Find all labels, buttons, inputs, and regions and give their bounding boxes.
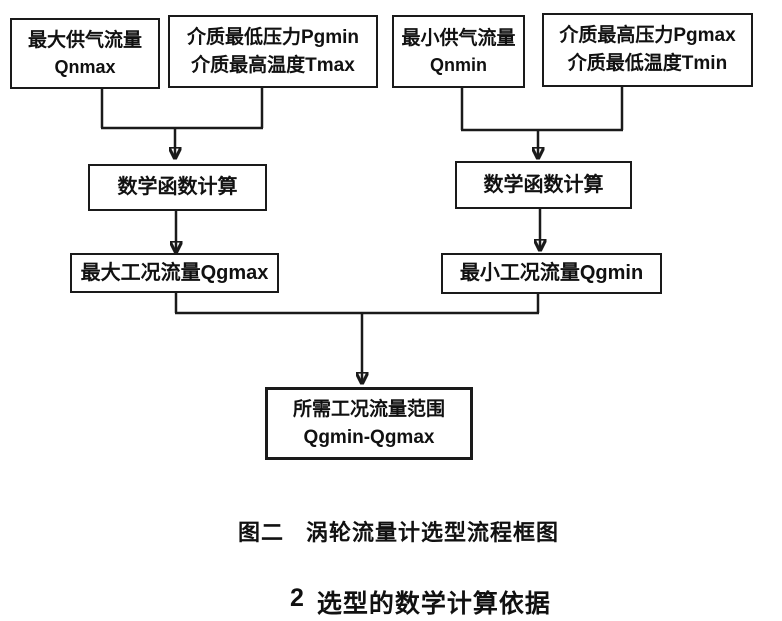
box-min-pressure-label: 介质最低压力Pgmin	[186, 26, 360, 48]
box-min-supply-flow: 最小供气流量 Qnmin	[392, 15, 525, 88]
box-max-supply-flow-label: 最大供气流量	[27, 29, 142, 51]
box-max-temp-label: 介质最高温度Tmax	[191, 54, 355, 76]
figure-caption: 图二 涡轮流量计选型流程框图	[238, 515, 559, 547]
box-min-supply-flow-label: 最小供气流量	[401, 27, 516, 49]
box-min-operating-flow: 最小工况流量Qgmin	[441, 253, 662, 294]
box-max-operating-flow-label: 最大工况流量Qgmax	[80, 261, 269, 284]
box-min-temp-label: 介质最低温度Tmin	[567, 53, 728, 74]
box-required-flow-range-symbol: Qgmin-Qgmax	[303, 426, 435, 448]
box-required-flow-range: 所需工况流量范围 Qgmin-Qgmax	[265, 387, 473, 460]
box-max-pressure-min-temp: 介质最高压力Pgmax 介质最低温度Tmin	[542, 13, 753, 87]
box-max-supply-flow-symbol: Qnmax	[54, 57, 116, 78]
box-max-pressure-label: 介质最高压力Pgmax	[559, 25, 736, 47]
section-heading: 2 选型的数学计算依据	[290, 584, 551, 620]
box-max-operating-flow: 最大工况流量Qgmax	[70, 253, 279, 293]
box-math-calc-left-label: 数学函数计算	[117, 176, 238, 198]
box-min-operating-flow-label: 最小工况流量Qgmin	[459, 262, 644, 284]
section-heading-number: 2	[290, 584, 305, 612]
box-min-pressure-max-temp: 介质最低压力Pgmin 介质最高温度Tmax	[168, 15, 378, 88]
box-required-flow-range-label: 所需工况流量范围	[292, 398, 445, 420]
connector-left-inputs-merge	[100, 88, 264, 157]
figure-caption-label: 图二	[238, 520, 285, 545]
figure-caption-title: 涡轮流量计选型流程框图	[306, 520, 560, 545]
connector-right-inputs-merge	[460, 87, 624, 157]
box-max-supply-flow: 最大供气流量 Qnmax	[10, 18, 160, 89]
section-heading-title: 选型的数学计算依据	[316, 590, 551, 618]
box-math-calc-right: 数学函数计算	[455, 161, 632, 209]
box-math-calc-right-label: 数学函数计算	[483, 173, 604, 196]
box-min-supply-flow-symbol: Qnmin	[430, 55, 487, 76]
box-math-calc-left: 数学函数计算	[88, 164, 267, 211]
connector-results-merge-to-final	[174, 293, 540, 382]
